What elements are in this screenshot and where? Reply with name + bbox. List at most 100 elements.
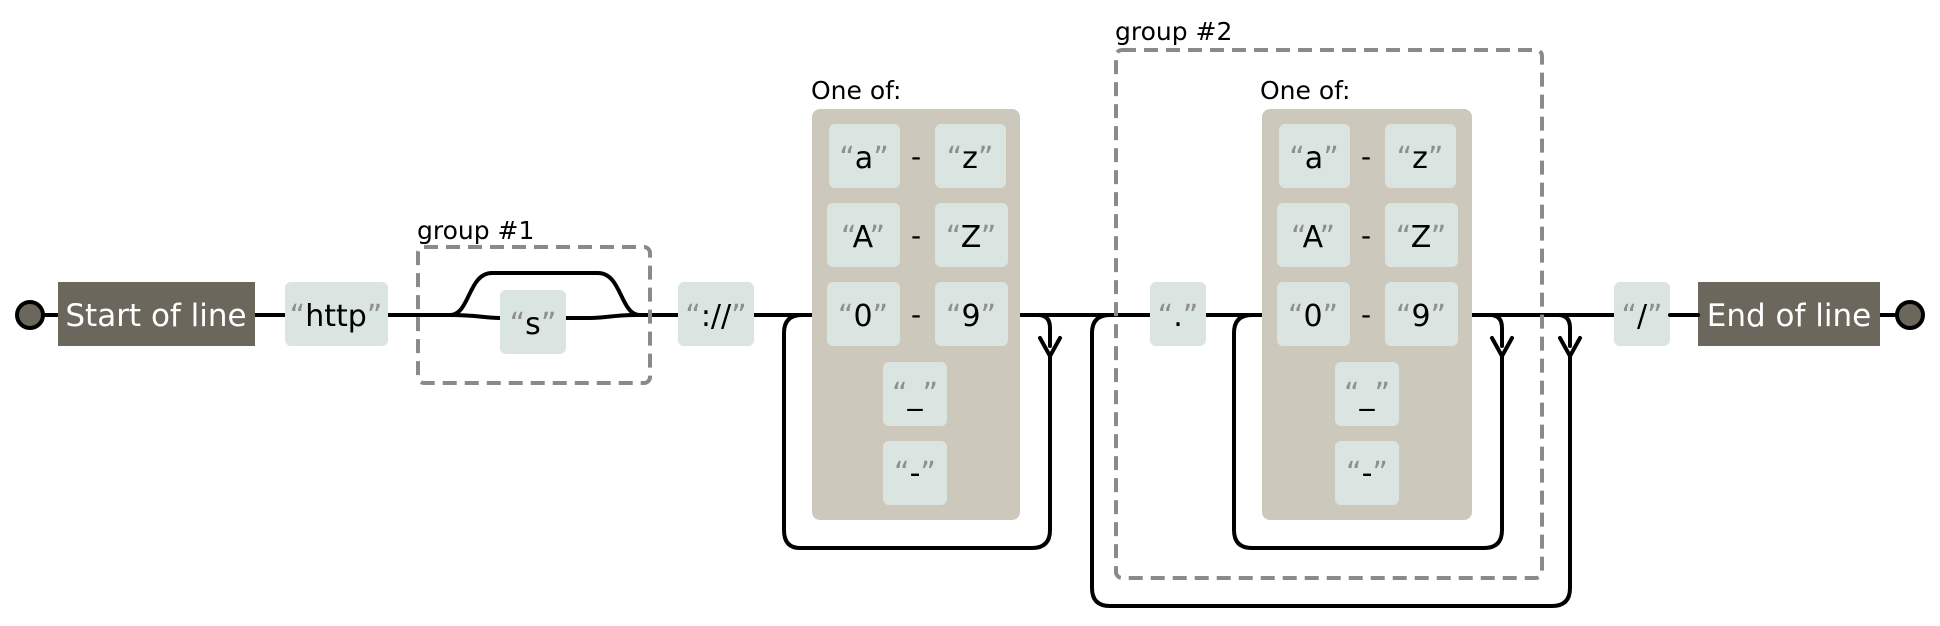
quote-close: ” [1647,299,1663,334]
svg-text:“Z”: “Z” [1396,220,1447,255]
quote-open: “ [510,307,526,342]
quote-open: “ [946,220,961,255]
svg-text:“A”: “A” [1291,220,1335,255]
quote-close: ” [923,377,939,412]
quote-close: ” [1428,141,1444,176]
charset-2-range-dash: - [1361,140,1371,173]
charset-2-range-0-to: 9 [1411,299,1430,334]
charset-2: One of: “a” - “z” “A” - “Z” “0” - “9” “_… [1260,76,1472,520]
group-1-label: group #1 [417,216,534,245]
charset-1-Z-box [935,203,1008,267]
start-terminal-dot [15,300,45,330]
charset-1-hyphen-box [883,441,947,505]
charset-2-label: One of: [1260,76,1350,105]
charset-2-Z-box [1385,203,1458,267]
start-of-line-label: Start of line [65,298,246,334]
svg-text:“://”: “://” [685,299,746,334]
svg-text:“_”: “_” [1344,377,1390,412]
svg-text:“9”: “9” [946,299,996,334]
svg-text:“a”: “a” [839,141,888,176]
charset-2-range-A-from: A [1303,220,1324,255]
quote-open: “ [894,456,910,491]
charset-2-0-box [1277,282,1350,346]
quote-close: ” [869,220,885,255]
quote-open: “ [1291,220,1304,255]
literal-separator-label: :// [701,299,732,334]
charset-2-z-box [1385,124,1456,188]
charset-1-range-A-to: Z [961,220,981,255]
charset-1: One of: “a” - “z” “A” - “Z” “0” - “9” “_… [811,76,1020,520]
quote-close: ” [873,299,889,334]
quote-close: ” [981,220,997,255]
quote-open: “ [838,299,854,334]
literal-http: “http” [285,282,388,346]
end-of-line-label: End of line [1707,298,1871,334]
charset-2-A-box [1277,203,1350,267]
quote-close: ” [367,299,383,334]
svg-text:“Z”: “Z” [946,220,997,255]
quote-open: “ [1344,377,1360,412]
svg-text:“/”: “/” [1621,299,1662,334]
charset-1-A-box [827,203,900,267]
quote-open: “ [1397,141,1413,176]
quote-close: ” [1319,220,1335,255]
end-terminal-dot [1895,300,1925,330]
quote-open: “ [290,299,306,334]
svg-text:“0”: “0” [1288,299,1338,334]
quote-open: “ [1396,220,1411,255]
charset-2-hyphen-box [1335,441,1399,505]
group-2-label: group #2 [1115,17,1232,46]
quote-open: “ [1289,141,1305,176]
quote-close: ” [731,299,747,334]
charset-2-range-a-to: z [1412,141,1428,176]
charset-2-a-box [1279,124,1350,188]
charset-2-range-dash: - [1361,219,1371,252]
charset-1-z-box [935,124,1006,188]
literal-dot: “.” [1150,282,1206,346]
quote-open: “ [841,220,854,255]
quote-close: ” [920,456,936,491]
charset-1-range-0-to: 9 [961,299,980,334]
charset-1-underscore: _ [907,377,924,412]
literal-s: “s” [500,290,566,354]
svg-text:“9”: “9” [1396,299,1446,334]
quote-close: ” [1372,456,1388,491]
quote-open: “ [1346,456,1362,491]
charset-2-range-0-from: 0 [1303,299,1322,334]
charset-1-a-box [829,124,900,188]
quote-close: ” [541,307,557,342]
svg-text:“.”: “.” [1158,299,1199,334]
charset-2-range-A-to: Z [1411,220,1431,255]
charset-1-label: One of: [811,76,901,105]
charset-1-range-a-to: z [962,141,978,176]
charset-2-underscore: _ [1359,377,1376,412]
group-2: group #2 [1114,17,1544,580]
svg-text:“z”: “z” [947,141,994,176]
quote-open: “ [685,299,701,334]
charset-2-range-dash: - [1361,298,1371,331]
quote-open: “ [1288,299,1304,334]
literal-dot-label: . [1173,299,1183,334]
group-1: group #1 [416,216,652,385]
charset-1-range-A-from: A [853,220,874,255]
svg-text:“_”: “_” [892,377,938,412]
svg-text:“A”: “A” [841,220,885,255]
charset-2-9-box [1385,282,1458,346]
quote-open: “ [1158,299,1174,334]
quote-open: “ [1621,299,1637,334]
charset-1-range-dash: - [911,219,921,252]
charset-1-range-0-from: 0 [853,299,872,334]
start-of-line-anchor: Start of line [58,282,255,346]
quote-close: ” [981,299,997,334]
end-of-line-anchor: End of line [1698,282,1880,346]
svg-text:“z”: “z” [1397,141,1444,176]
svg-text:“s”: “s” [510,307,557,342]
charset-2-underscore-box [1335,362,1399,426]
quote-close: ” [1375,377,1391,412]
charset-1-hyphen: - [910,456,921,491]
charset-1-range-dash: - [911,298,921,331]
charset-1-range-dash: - [911,140,921,173]
charset-1-9-box [935,282,1008,346]
svg-text:“a”: “a” [1289,141,1338,176]
literal-scheme-separator: “://” [678,282,754,346]
